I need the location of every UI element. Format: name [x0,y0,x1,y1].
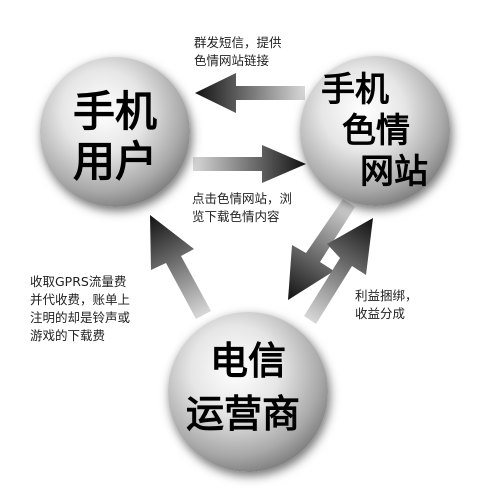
arrow-operator-to-site [304,218,373,324]
node-operator-circle [168,312,328,472]
node-site-circle [300,56,450,206]
node-operator-label-line1: 电信 [210,339,287,383]
note-operator-to-user-line1: 收取GPRS流量费 [30,274,127,289]
note-user-to-site-line1: 点击色情网站，浏 [192,191,293,206]
node-site-label-line1: 手机 [321,70,389,110]
arrow-site-to-user [195,73,305,113]
node-site-label-line2: 色情 [342,111,410,151]
node-user-circle [40,57,190,207]
arrow-operator-to-user [150,215,211,319]
note-user-to-site: 点击色情网站，浏 览下载色情内容 [192,190,292,226]
note-site-operator: 利益捆绑， 收益分成 [355,287,418,323]
node-user-label-line2: 用户 [73,137,158,186]
note-site-to-user: 群发短信，提供 色情网站链接 [194,34,282,70]
node-operator-label-line2: 运营商 [186,392,301,436]
note-operator-to-user-line4: 游戏的下载费 [30,328,106,343]
node-site-label-line3: 网站 [360,152,428,192]
node-user-label-line1: 手机 [73,87,158,136]
note-user-to-site-line2: 览下载色情内容 [192,209,280,224]
arrow-user-to-site [193,145,306,183]
note-site-to-user-line2: 色情网站链接 [194,53,270,68]
note-site-operator-line2: 收益分成 [355,306,406,321]
arrow-site-to-operator [288,199,355,300]
note-operator-to-user-line3: 注明的却是铃声或 [30,310,131,325]
note-site-to-user-line1: 群发短信，提供 [194,35,282,50]
note-operator-to-user-line2: 并代收费，账单上 [30,292,131,307]
note-site-operator-line1: 利益捆绑， [355,288,418,303]
note-operator-to-user: 收取GPRS流量费 并代收费，账单上 注明的却是铃声或 游戏的下载费 [30,273,130,345]
